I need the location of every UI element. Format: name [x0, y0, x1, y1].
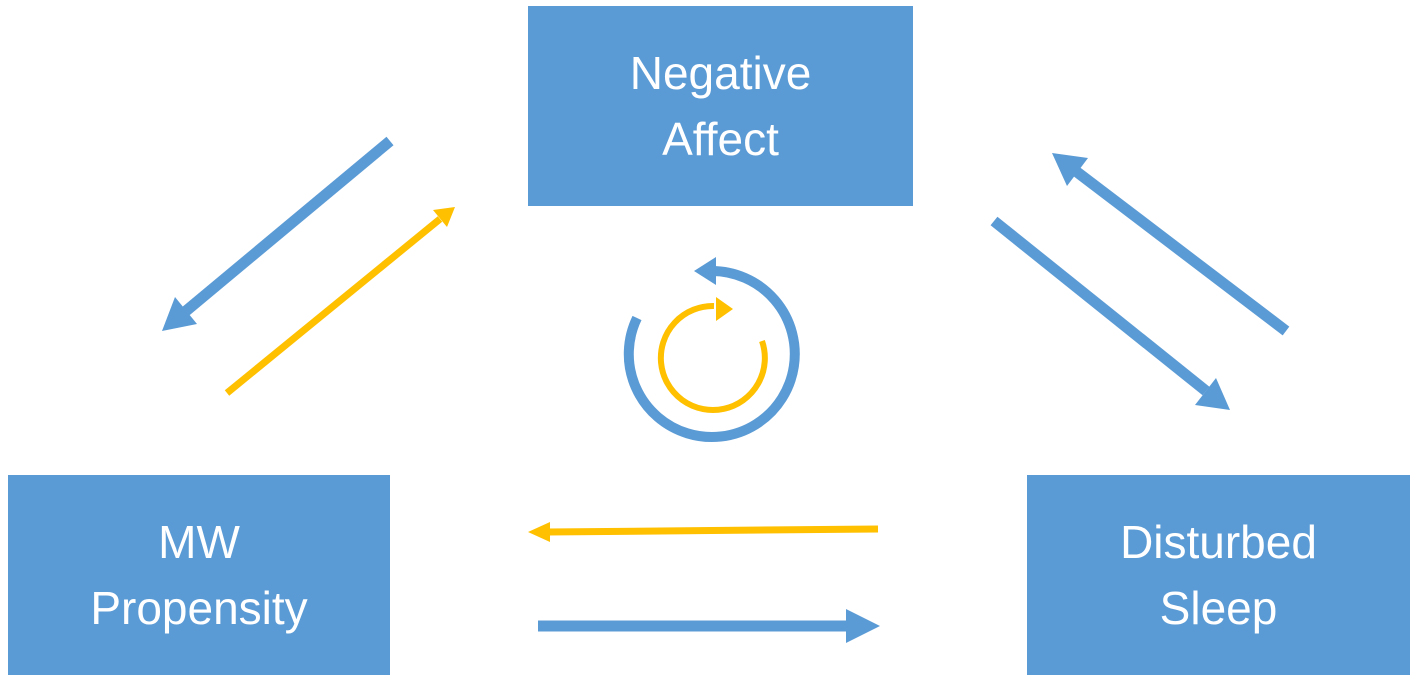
node-disturbed-sleep: Disturbed Sleep	[1027, 475, 1410, 675]
node-negative-affect-line2: Affect	[662, 113, 779, 165]
node-disturbed-sleep-line2: Sleep	[1159, 582, 1278, 634]
arrow-mw-propensity-to-negative-affect	[224, 207, 455, 396]
node-mw-propensity-line2: Propensity	[90, 582, 308, 634]
arrow-disturbed-sleep-to-mw-propensity	[528, 522, 879, 542]
node-mw-propensity: MW Propensity	[8, 475, 390, 675]
arrow-mw-propensity-to-disturbed-sleep	[538, 609, 880, 643]
node-mw-propensity-label: MW Propensity	[90, 509, 307, 641]
node-disturbed-sleep-line1: Disturbed	[1120, 516, 1317, 568]
arrow-disturbed-sleep-to-negative-affect	[1052, 153, 1290, 336]
node-negative-affect: Negative Affect	[528, 6, 913, 206]
arrow-negative-affect-to-mw-propensity	[162, 136, 394, 331]
cycle-icon	[623, 257, 800, 442]
node-mw-propensity-line1: MW	[158, 516, 240, 568]
node-disturbed-sleep-label: Disturbed Sleep	[1120, 509, 1317, 641]
node-negative-affect-label: Negative Affect	[630, 40, 812, 172]
arrow-negative-affect-to-disturbed-sleep	[990, 216, 1230, 410]
node-negative-affect-line1: Negative	[629, 47, 812, 99]
